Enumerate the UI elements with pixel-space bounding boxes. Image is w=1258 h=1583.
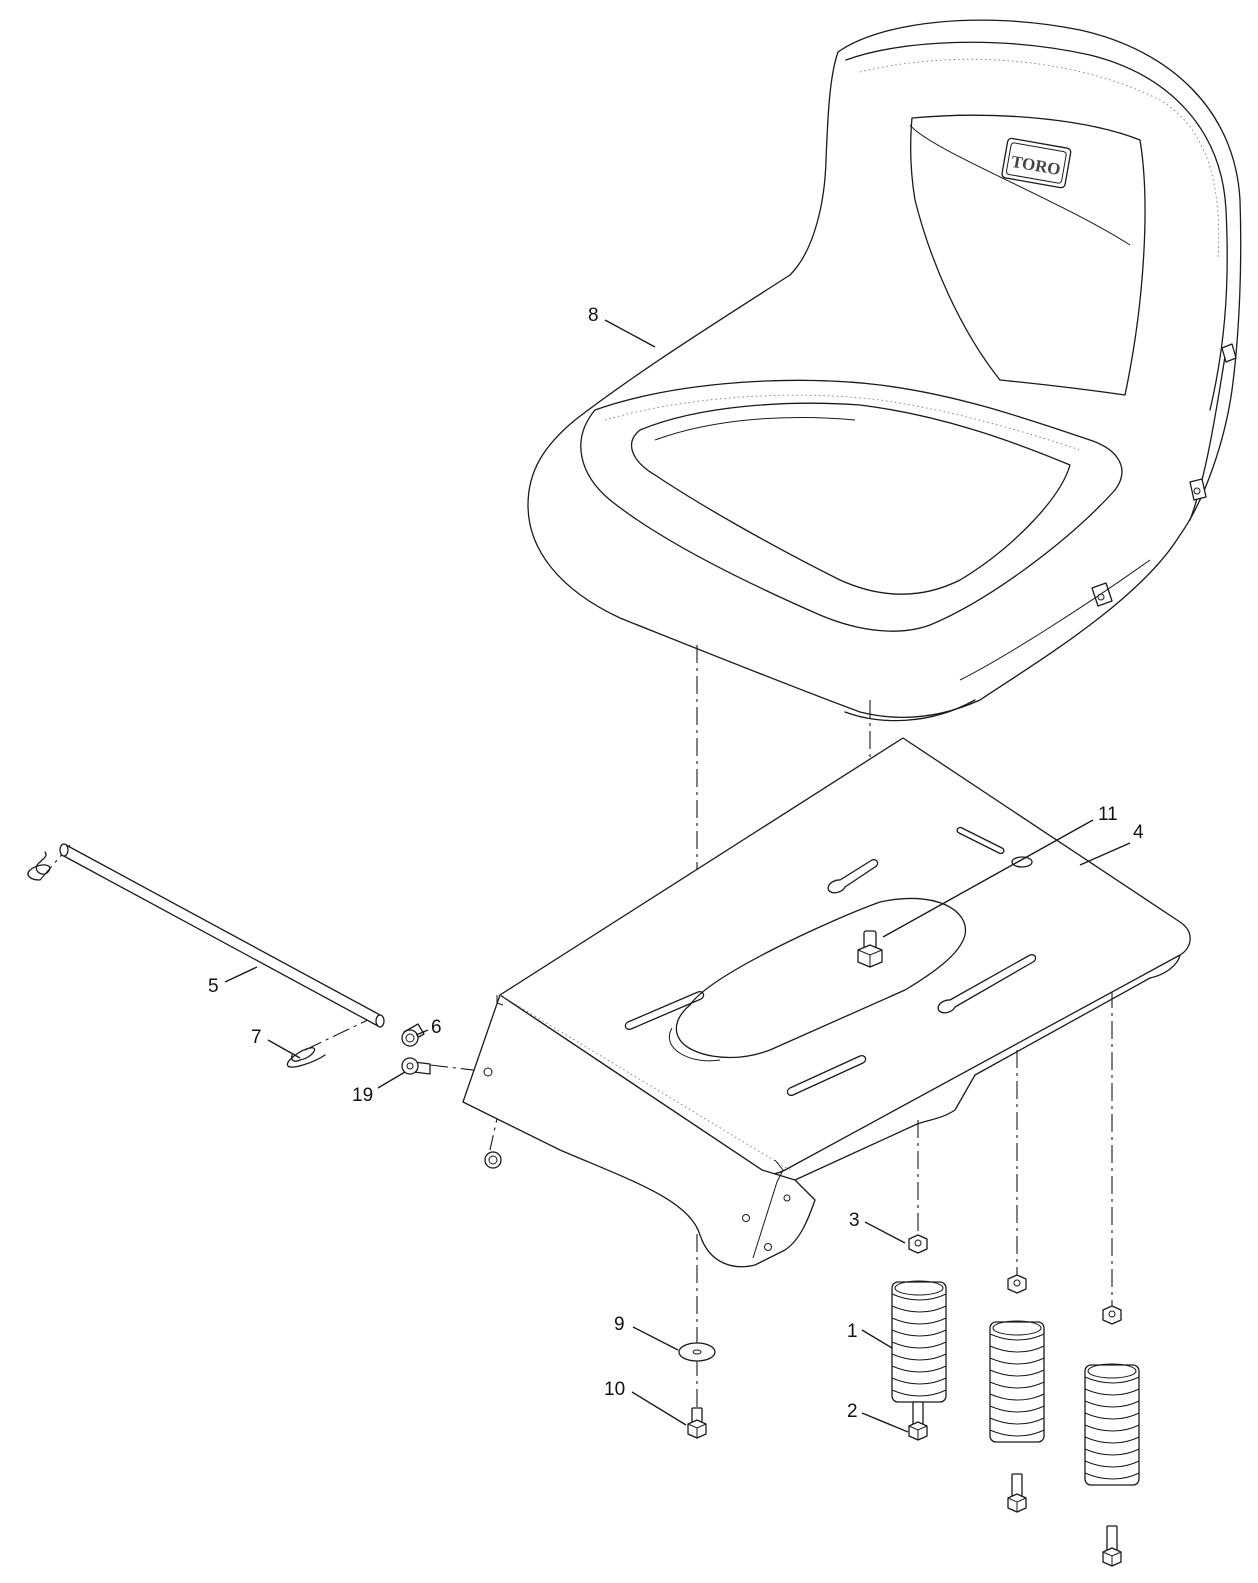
spring-c bbox=[1084, 1363, 1140, 1486]
callout-6: 6 bbox=[431, 1017, 442, 1038]
part-9-washer bbox=[678, 1342, 716, 1362]
seat: TORO bbox=[527, 19, 1242, 722]
seat-plate-slots bbox=[624, 826, 1037, 1097]
callout-5: 5 bbox=[208, 976, 219, 997]
callout-7: 7 bbox=[251, 1027, 262, 1048]
part-11-bolt bbox=[857, 930, 883, 968]
callout-3: 3 bbox=[849, 1210, 860, 1231]
callout-9: 9 bbox=[614, 1314, 625, 1335]
callout-2: 2 bbox=[847, 1401, 858, 1422]
spring-b bbox=[989, 1320, 1045, 1443]
part-3-nuts bbox=[908, 1234, 1122, 1325]
locknut bbox=[484, 1151, 502, 1169]
part-1-springs bbox=[891, 1280, 1140, 1486]
callout-10: 10 bbox=[604, 1379, 625, 1400]
toro-logo: TORO bbox=[1001, 137, 1072, 189]
part-7-hairpin-lower bbox=[286, 1047, 326, 1068]
part-2-bolts bbox=[908, 1401, 1122, 1567]
part-5-rod bbox=[59, 843, 385, 1028]
callout-labels: 8 11 4 5 7 6 19 3 1 2 9 10 bbox=[208, 305, 1144, 1422]
spring-a bbox=[891, 1280, 947, 1403]
callout-1: 1 bbox=[847, 1321, 858, 1342]
callout-8: 8 bbox=[588, 305, 599, 326]
part-6-bushing bbox=[401, 1023, 425, 1047]
part-10-bolt bbox=[687, 1407, 707, 1439]
callout-leaders bbox=[224, 319, 1131, 1433]
callout-4: 4 bbox=[1133, 822, 1144, 843]
part-19-screw bbox=[401, 1057, 431, 1075]
callout-19: 19 bbox=[352, 1085, 373, 1106]
part-7-hairpin-upper bbox=[27, 851, 51, 881]
seat-plate bbox=[462, 737, 1191, 1268]
callout-11: 11 bbox=[1098, 804, 1118, 825]
